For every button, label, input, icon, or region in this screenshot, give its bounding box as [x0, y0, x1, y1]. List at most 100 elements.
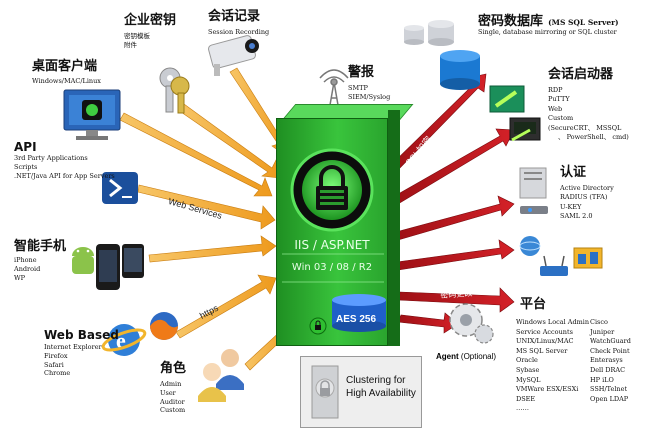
- session-launcher-item: 、 PowerShell、 cmd): [558, 133, 629, 142]
- grey-db-medium: [428, 20, 454, 46]
- api-title: API: [14, 140, 37, 154]
- arrow-session-launcher: [392, 128, 515, 205]
- platform-item: MS SQL Server: [516, 346, 568, 355]
- session-launcher-title: 会话启动器: [548, 67, 614, 82]
- web-based-item: Chrome: [44, 369, 71, 378]
- password-db-title-suffix: (MS SQL Server): [548, 18, 619, 27]
- camera-icon: [208, 35, 259, 76]
- svg-text:e: e: [116, 328, 126, 353]
- database-icons: [404, 20, 480, 90]
- grey-db-small: [404, 25, 424, 45]
- android-icon: [72, 247, 94, 274]
- password-db-subtitle: Single, database mirroring or SQL cluste…: [478, 28, 617, 36]
- platform-item: VMWare ESX/ESXi: [516, 385, 579, 394]
- server-box-side: [388, 110, 400, 346]
- session-launcher-item: (SecureCRT、 MSSQL: [548, 123, 622, 132]
- platform-item: Open LDAP: [590, 394, 629, 403]
- platform-item: MySQL: [516, 375, 541, 384]
- session-launcher-list: RDP PuTTY Web Custom (SecureCRT、 MSSQL 、…: [548, 86, 629, 143]
- platform-item: Service Accounts: [516, 327, 573, 336]
- phone-dark-icon: [122, 244, 144, 278]
- agent-label-main: Agent: [436, 352, 459, 361]
- auth-item: Active Directory: [560, 184, 614, 192]
- clustering-text: Clustering for High Availability: [346, 374, 416, 400]
- aes-database-overlay-icon: [309, 294, 386, 335]
- monitor-icon: [63, 89, 121, 140]
- platform-item: Check Point: [590, 346, 630, 355]
- platform-title: 平台: [520, 297, 547, 312]
- web-based-item: Internet Explorer: [44, 343, 102, 351]
- api-item: Scripts: [14, 162, 38, 171]
- platform-item: ……: [516, 404, 529, 413]
- platform-item: DSEE: [516, 394, 536, 403]
- password-db-heading: 密码数据库 (MS SQL Server): [478, 10, 619, 29]
- remote-desktop-icon: [489, 85, 525, 113]
- session-recording-subtitle: Session Recording: [208, 28, 270, 36]
- alert-list: SMTP SIEM/Syslog: [348, 84, 390, 102]
- smartphone-item: WP: [14, 273, 26, 282]
- powershell-icon: [102, 172, 138, 204]
- arrow-desktop-client: [119, 112, 273, 197]
- usb-key-icon: [520, 206, 548, 214]
- alert-item: SMTP: [348, 84, 368, 92]
- center-subtitle: Win 03 / 08 / R2: [291, 262, 373, 273]
- api-item: .NET/Java API for App Servers: [14, 171, 115, 180]
- web-based-item: Firefox: [44, 351, 68, 360]
- agent-label: Agent (Optional): [436, 352, 496, 361]
- smartphone-item: Android: [14, 264, 41, 273]
- password-db-title: 密码数据库: [478, 14, 544, 29]
- agent-label-optional: (Optional): [460, 352, 497, 361]
- server-tower-icon: [519, 167, 547, 199]
- alert-title: 警报: [348, 65, 375, 80]
- roles-item: Admin: [160, 380, 182, 388]
- smartphone-list: iPhone Android WP: [14, 256, 40, 282]
- desktop-client-subtitle: Windows/MAC/Linux: [32, 77, 101, 85]
- roles-list: Admin User Auditor Custom: [160, 380, 185, 415]
- chart-box-icon: [573, 247, 603, 269]
- clustering-line1: Clustering for: [346, 375, 406, 386]
- session-recording-title: 会话记录: [208, 9, 261, 24]
- platform-item: Juniper: [590, 327, 615, 336]
- agent-gear-icon: [449, 303, 494, 344]
- roles-item: Auditor: [160, 397, 185, 406]
- enterprise-key-item: 附件: [124, 40, 137, 49]
- password-change-label: 密码更改: [440, 288, 473, 300]
- putty-terminal-icon: [509, 117, 541, 142]
- platform-item: HP iLO: [590, 375, 614, 384]
- alert-item: SIEM/Syslog: [348, 92, 391, 101]
- auth-item: SAML 2.0: [560, 212, 593, 221]
- platform-item: Cisco: [590, 318, 608, 326]
- roles-title: 角色: [160, 361, 187, 376]
- auth-title: 认证: [560, 165, 587, 180]
- platform-item: UNIX/Linux/MAC: [516, 337, 574, 346]
- enterprise-key-title: 企业密钥: [124, 13, 177, 28]
- platform-col2: Cisco Juniper WatchGuard Check Point Ent…: [590, 318, 631, 404]
- web-based-item: Safari: [44, 360, 64, 369]
- platform-item: Oracle: [516, 356, 538, 365]
- session-launcher-item: Custom: [548, 114, 574, 123]
- orange-arrows: [119, 67, 297, 371]
- arrow-discovery: [396, 239, 515, 271]
- platform-item: Enterasys: [590, 356, 623, 365]
- roles-item: Custom: [160, 406, 186, 415]
- arrow-api: [137, 184, 276, 230]
- padlock-overlay-icon: [290, 148, 374, 232]
- platform-item: Dell DRAC: [590, 366, 626, 375]
- session-launcher-item: RDP: [548, 86, 563, 94]
- platform-item: Sybase: [516, 366, 540, 375]
- platform-icons: [519, 236, 603, 276]
- router-icon: [540, 255, 568, 276]
- session-launcher-item: Web: [548, 104, 563, 113]
- smartphone-title: 智能手机: [14, 239, 67, 254]
- auth-list: Active Directory RADIUS (TFA) U-KEY SAML…: [560, 184, 614, 222]
- smartphone-icons: [72, 244, 144, 290]
- auth-item: U-KEY: [560, 202, 582, 211]
- aes-label: AES 256: [336, 314, 377, 325]
- platform-item: WatchGuard: [590, 337, 631, 346]
- platform-item: SSH/Telnet: [590, 385, 628, 394]
- arrow-auth: [395, 195, 515, 241]
- platform-item: Windows Local Admin: [516, 318, 590, 326]
- smartphone-item: iPhone: [14, 256, 37, 264]
- people-icon: [198, 349, 244, 402]
